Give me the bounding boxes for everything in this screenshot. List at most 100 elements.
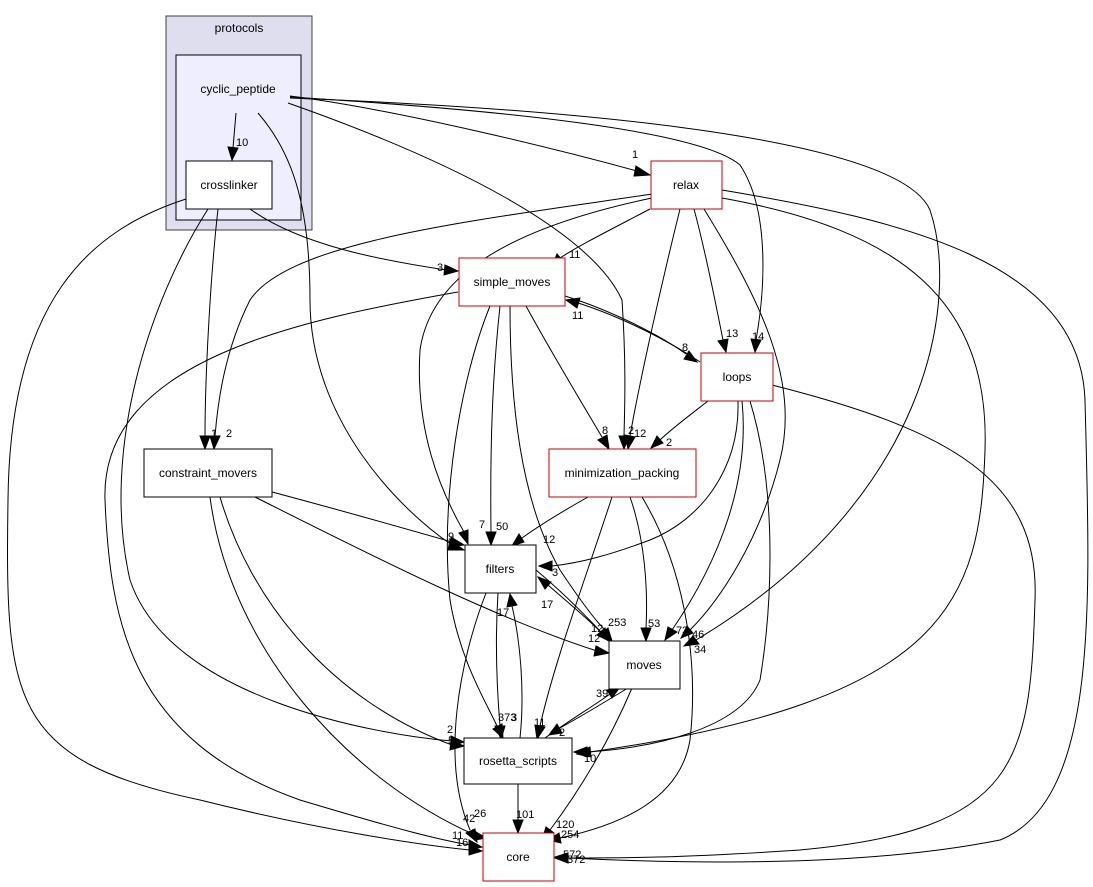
edge-label: 17: [497, 607, 509, 619]
edge-constraint-movers-moves: 12: [254, 496, 611, 657]
edge-loops-moves: 73: [664, 400, 744, 642]
node-filters[interactable]: filters: [464, 544, 537, 594]
edge-label: 2: [666, 437, 672, 449]
edge-simple-moves-min-packing: 8: [525, 305, 610, 451]
edge-label: 2: [447, 724, 453, 736]
edge-label: 9: [448, 531, 454, 543]
node-core[interactable]: core: [482, 832, 555, 882]
edge-label: 372: [567, 854, 585, 866]
edge-relax-core: 372: [553, 189, 1089, 866]
node-constraint-movers-box: [143, 448, 273, 498]
edge-label: 3: [584, 748, 590, 760]
node-simple-moves[interactable]: simple_moves: [458, 257, 566, 307]
edge-simple-moves-filters: 50: [485, 305, 508, 547]
edge-label: 8: [602, 425, 608, 437]
edge-filters-rosetta-scripts: 373: [494, 592, 516, 741]
edge-min-packing-filters: 12: [510, 496, 589, 547]
edge-label: 11: [534, 717, 545, 729]
edge-label: 5: [448, 735, 454, 747]
edge-label: 2: [226, 428, 232, 440]
edge-label: 3: [437, 262, 443, 274]
edge-min-packing-rosetta-scripts: 11: [534, 496, 613, 741]
edge-label: 11: [572, 310, 583, 322]
node-minimization-packing-box: [548, 448, 697, 498]
node-filters-box: [464, 544, 537, 594]
node-minimization-packing-label: minimization_packing: [565, 466, 680, 480]
node-rosetta-scripts-box: [463, 737, 573, 785]
edge-cp-loops: 14: [289, 96, 764, 354]
edge-relax-min-packing: 12: [624, 208, 681, 451]
edge-label: 12: [543, 534, 555, 546]
edge-label: 39: [596, 688, 608, 700]
edge-label: 14: [752, 331, 764, 343]
edge-crosslinker-constraint-movers: 1: [199, 208, 219, 451]
edge-relax-filters: 7: [418, 197, 653, 546]
node-filters-label: filters: [486, 562, 515, 576]
node-crosslinker[interactable]: crosslinker: [185, 160, 273, 210]
node-relax[interactable]: relax: [650, 160, 723, 210]
edge-label: 1: [632, 149, 638, 161]
edge-label: 1: [211, 428, 217, 440]
node-crosslinker-box: [185, 160, 273, 210]
edge-label: 12: [634, 428, 646, 440]
edge-label: 12: [588, 633, 600, 645]
cluster-protocols-label: protocols: [215, 21, 264, 35]
node-moves[interactable]: moves: [608, 640, 681, 690]
node-rosetta-scripts-label: rosetta_scripts: [479, 754, 557, 768]
edge-moves-filters: 17: [536, 576, 613, 644]
cyclic-peptide-label: cyclic_peptide: [200, 82, 276, 96]
edge-label: 26: [474, 808, 486, 820]
edge-relax-moves: 46: [679, 208, 786, 641]
edge-label: 11: [569, 249, 580, 261]
edge-filters-core: 26: [454, 592, 487, 844]
node-moves-box: [608, 640, 681, 690]
node-minimization-packing[interactable]: minimization_packing: [548, 448, 697, 498]
edge-label: 8: [682, 342, 688, 354]
edge-loops-min-packing: 2: [649, 400, 709, 449]
edge-min-packing-moves: 53: [629, 496, 660, 643]
edge-constraint-movers-rosetta-scripts: 5: [219, 496, 466, 751]
node-crosslinker-label: crosslinker: [200, 178, 257, 192]
edge-label: 2: [559, 727, 565, 739]
edge-loops-simple-moves: 11: [564, 297, 701, 363]
edge-label: 42: [463, 813, 475, 825]
edge-label: 73: [676, 625, 688, 637]
edge-label: 34: [694, 644, 706, 656]
edge-loops-filters: 3: [537, 400, 739, 579]
edge-crosslinker-core: 16: [7, 198, 484, 856]
edge-label: 13: [726, 328, 738, 340]
edge-simple-moves-core: 11: [104, 291, 484, 851]
edge-label: 572: [563, 849, 581, 861]
edge-label: 253: [608, 617, 626, 629]
edge-cp-relax: 1: [289, 95, 652, 177]
edge-label: 11: [452, 830, 463, 842]
node-loops[interactable]: loops: [700, 352, 774, 402]
edge-label: 3: [552, 567, 558, 579]
edge-label: 120: [556, 819, 574, 831]
node-rosetta-scripts[interactable]: rosetta_scripts: [463, 737, 573, 785]
node-simple-moves-box: [458, 257, 566, 307]
edge-label: 3: [511, 712, 517, 724]
edge-label: 53: [648, 618, 660, 630]
edge-moves-rosetta-scripts: 2: [547, 687, 629, 739]
node-relax-box: [650, 160, 723, 210]
node-constraint-movers[interactable]: constraint_movers: [143, 448, 273, 498]
node-relax-label: relax: [673, 178, 699, 192]
edge-label: 17: [541, 599, 553, 611]
edge-label: 373: [498, 712, 516, 724]
edge-label: 10: [236, 137, 248, 149]
edge-label: 50: [496, 521, 508, 533]
node-constraint-movers-label: constraint_movers: [159, 466, 257, 480]
node-moves-label: moves: [626, 658, 661, 672]
edge-label: 254: [561, 829, 579, 841]
node-simple-moves-label: simple_moves: [474, 275, 551, 289]
edge-label: 7: [479, 519, 485, 531]
edge-relax-loops: 13: [693, 208, 738, 354]
node-core-box: [482, 832, 555, 882]
edge-rosetta-scripts-core: 101: [512, 784, 534, 835]
edge-label: 101: [516, 809, 534, 821]
edge-constraint-movers-filters: 9: [271, 491, 466, 548]
edge-constraint-movers-core: 42: [209, 496, 488, 841]
edge-label: 16: [456, 837, 468, 849]
